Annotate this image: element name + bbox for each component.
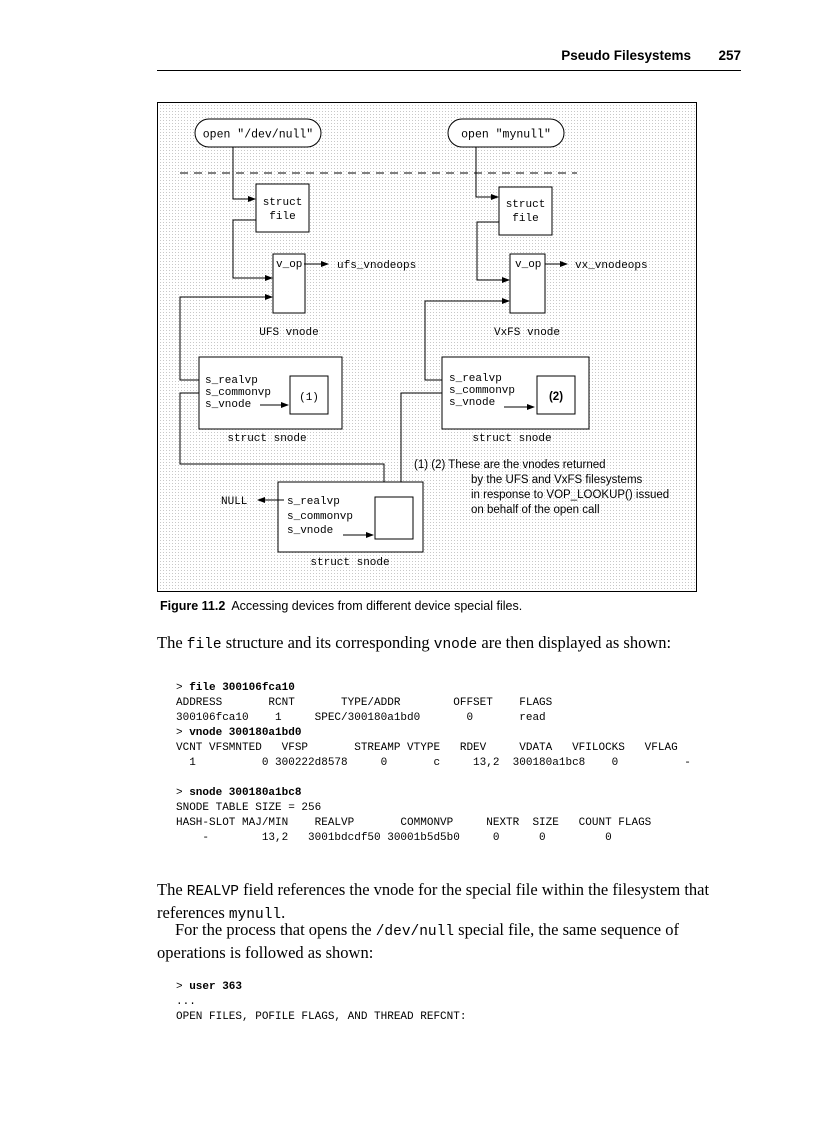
para1-text-c: are then displayed as shown: xyxy=(477,633,672,652)
common-s-commonvp: s_commonvp xyxy=(287,511,353,523)
vxfs-vop-label: v_op xyxy=(515,259,541,271)
struct-file-right-line2: file xyxy=(512,213,538,225)
figure-caption: Figure 11.2 Accessing devices from differ… xyxy=(160,599,522,613)
left-realvp-connector xyxy=(179,294,273,381)
para1-text-a: The xyxy=(157,633,187,652)
right-s-commonvp: s_commonvp xyxy=(449,385,515,397)
left-inner-vnode-box xyxy=(289,375,329,415)
right-s-vnode: s_vnode xyxy=(449,397,495,409)
figure-caption-label: Figure 11.2 xyxy=(160,599,226,613)
right-inner-vnode-box xyxy=(536,375,576,415)
code2-open-files-heading: OPEN FILES, POFILE FLAGS, AND THREAD REF… xyxy=(176,1011,467,1023)
para3-text-a: For the process that opens the xyxy=(175,920,376,939)
ufs-vop-label: v_op xyxy=(276,259,302,271)
vxfs-vnode-label: VxFS vnode xyxy=(494,327,560,339)
struct-file-left-line1: struct xyxy=(263,197,303,209)
code1-prompt-1: > xyxy=(176,682,190,694)
left-snode-label: struct snode xyxy=(227,433,306,445)
page-header: Pseudo Filesystems 257 xyxy=(157,48,741,71)
para1-code-vnode: vnode xyxy=(433,637,478,653)
code2-command-1: user 363 xyxy=(189,981,243,993)
open-right-connector xyxy=(475,147,499,200)
paragraph-realvp: The REALVP field references the vnode fo… xyxy=(157,880,741,925)
code1-snode-table-size: SNODE TABLE SIZE = 256 xyxy=(176,802,322,814)
para2-code-realvp: REALVP xyxy=(186,884,239,900)
figure-diagram: open "/dev/null" open "mynull" struct fi… xyxy=(157,102,697,592)
open-mynull-label: open "mynull" xyxy=(461,129,551,142)
left-s-realvp: s_realvp xyxy=(205,375,258,387)
code1-prompt-3: > xyxy=(176,787,190,799)
code-listing-file-vnode-snode: > file 300106fca10 ADDRESS RCNT TYPE/ADD… xyxy=(176,681,691,846)
para3-code-dev-null: /dev/null xyxy=(375,924,455,940)
code1-file-row: 300106fca10 1 SPEC/300180a1bd0 0 read xyxy=(176,712,546,724)
para2-text-c: . xyxy=(281,902,286,922)
right-commonvp-connector xyxy=(398,392,442,496)
open-dev-null-oval xyxy=(194,118,322,148)
common-s-realvp: s_realvp xyxy=(287,496,340,508)
struct-file-right-line1: struct xyxy=(506,199,546,211)
para2-code-mynull: mynull xyxy=(228,906,282,923)
paragraph-file-vnode: The file structure and its corresponding… xyxy=(157,633,741,656)
right-snode-label: struct snode xyxy=(472,433,551,445)
open-mynull-oval xyxy=(447,118,565,148)
page-number: 257 xyxy=(718,48,741,63)
right-realvp-connector xyxy=(424,298,510,381)
code1-vnode-header: VCNT VFSMNTED VFSP STREAMP VTYPE RDEV VD… xyxy=(176,742,678,754)
code1-prompt-2: > xyxy=(176,727,190,739)
figure-frame xyxy=(157,102,697,592)
code1-command-3: snode 300180a1bc8 xyxy=(189,787,302,799)
para2-text-b: field references the vnode for the speci… xyxy=(157,880,710,922)
para2-text-a: The xyxy=(157,880,187,899)
figure-caption-text: Accessing devices from different device … xyxy=(231,599,523,613)
ufs-vnode-box xyxy=(272,253,306,314)
para1-code-file: file xyxy=(186,637,222,653)
vx-vnodeops-label: vx_vnodeops xyxy=(575,260,648,272)
ufs-vnode-label: UFS vnode xyxy=(259,327,318,339)
code1-snode-header: HASH-SLOT MAJ/MIN REALVP COMMONVP NEXTR … xyxy=(176,817,652,829)
open-left-connector xyxy=(232,147,256,202)
left-commonvp-connector xyxy=(179,392,387,496)
code1-file-header: ADDRESS RCNT TYPE/ADDR OFFSET FLAGS xyxy=(176,697,553,709)
paragraph-dev-null: For the process that opens the /dev/null… xyxy=(157,920,741,962)
note-line-2: by the UFS and VxFS filesystems xyxy=(471,474,643,486)
struct-file-left-box xyxy=(255,183,310,233)
code-listing-user: > user 363 ... OPEN FILES, POFILE FLAGS,… xyxy=(176,980,466,1025)
note-line-4: on behalf of the open call xyxy=(471,504,600,516)
common-s-vnode: s_vnode xyxy=(287,525,333,537)
common-snode-label: struct snode xyxy=(310,557,389,569)
file-to-vxfs-vnode-connector xyxy=(476,221,510,283)
marker-2-label: (2) xyxy=(549,391,563,403)
open-dev-null-label: open "/dev/null" xyxy=(203,129,313,142)
code1-snode-row: - 13,2 3001bdcdf50 30001b5d5b0 0 0 0 xyxy=(176,832,612,844)
common-inner-vnode-box xyxy=(374,496,414,540)
file-to-ufs-vnode-connector xyxy=(232,219,273,281)
ufs-vnodeops-label: ufs_vnodeops xyxy=(337,260,416,272)
left-s-commonvp: s_commonvp xyxy=(205,387,271,399)
null-label: NULL xyxy=(221,496,247,508)
right-s-realvp: s_realvp xyxy=(449,373,502,385)
code1-vnode-row: 1 0 300222d8578 0 c 13,2 300180a1bc8 0 - xyxy=(176,757,691,769)
code1-command-2: vnode 300180a1bd0 xyxy=(189,727,302,739)
code1-command-1: file 300106fca10 xyxy=(189,682,295,694)
left-s-vnode: s_vnode xyxy=(205,399,251,411)
vxfs-vnode-box xyxy=(509,253,546,314)
note-line-1: (1) (2) These are the vnodes returned xyxy=(414,459,606,471)
marker-1-label: (1) xyxy=(299,392,319,404)
note-line-3: in response to VOP_LOOKUP() issued xyxy=(471,489,669,501)
para1-text-b: structure and its corresponding xyxy=(221,633,434,652)
running-title: Pseudo Filesystems xyxy=(561,48,691,63)
code2-ellipsis: ... xyxy=(176,996,196,1008)
struct-file-left-line2: file xyxy=(269,211,295,223)
vnode-note: (1) (2) These are the vnodes returned by… xyxy=(414,459,669,516)
struct-file-right-box xyxy=(498,186,553,236)
para3-text-b: special file, the same sequence of opera… xyxy=(157,920,679,962)
code2-prompt-1: > xyxy=(176,981,190,993)
